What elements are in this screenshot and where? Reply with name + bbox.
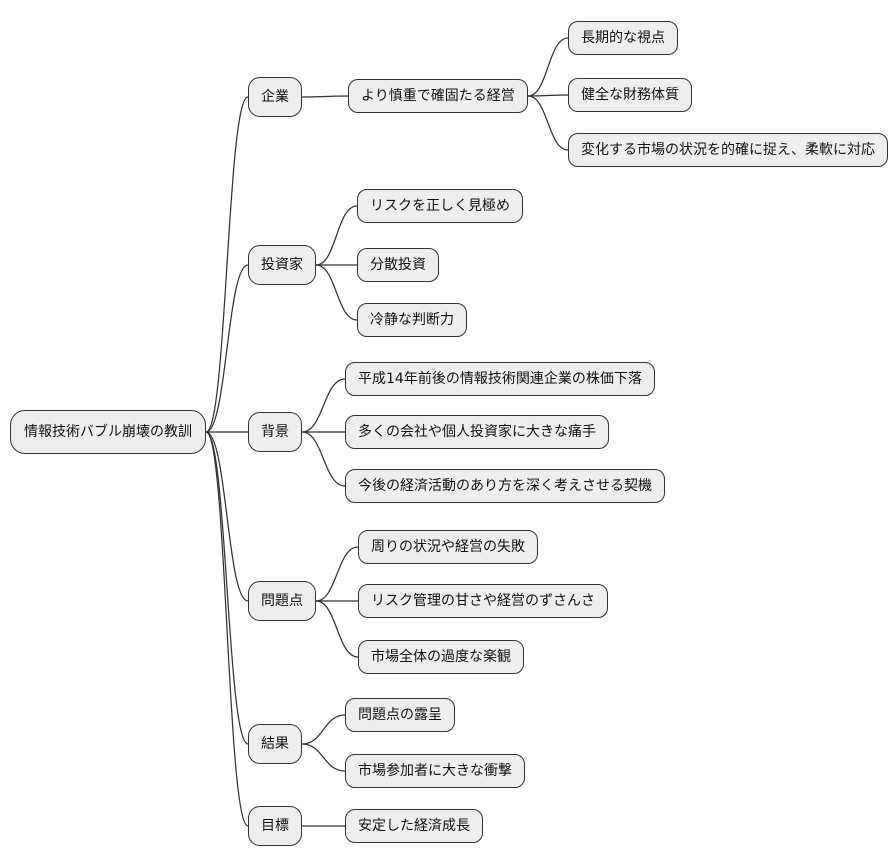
- mindmap-node-16: リスク管理の甘さや経営のずさんさ: [358, 584, 608, 618]
- mindmap-node-19: 問題点の露呈: [345, 698, 455, 732]
- mindmap-node-0: 情報技術バブル崩壊の教訓: [10, 410, 206, 454]
- mindmap-node-1: 企業: [248, 77, 302, 117]
- mindmap-node-14: 問題点: [248, 581, 316, 621]
- mindmap-node-21: 目標: [248, 806, 302, 846]
- mindmap-edge: [301, 743, 346, 772]
- mindmap-node-9: 冷静な判断力: [357, 303, 467, 337]
- mindmap-node-13: 今後の経済活動のあり方を深く考えさせる契機: [345, 469, 665, 503]
- mindmap-edge: [527, 95, 569, 151]
- mindmap-edge: [205, 264, 249, 433]
- mindmap-edge: [315, 205, 358, 266]
- mindmap-node-6: 投資家: [248, 245, 316, 285]
- mindmap-node-10: 背景: [248, 412, 302, 452]
- mindmap-node-4: 健全な財務体質: [568, 78, 692, 112]
- mindmap-node-15: 周りの状況や経営の失敗: [358, 530, 538, 564]
- mindmap-node-8: 分散投資: [357, 248, 439, 282]
- mindmap-edge: [301, 378, 346, 433]
- mindmap-edge: [205, 431, 249, 827]
- mindmap-node-11: 平成14年前後の情報技術関連企業の株価下落: [345, 362, 655, 396]
- mindmap-node-18: 結果: [248, 724, 302, 764]
- mindmap-edge: [301, 431, 346, 487]
- mindmap-edge: [205, 431, 249, 602]
- mindmap-node-5: 変化する市場の状況を的確に捉え、柔軟に対応: [568, 133, 888, 167]
- mindmap-node-3: 長期的な視点: [568, 21, 678, 55]
- mindmap-edge: [205, 96, 249, 433]
- mindmap-edge: [315, 600, 359, 658]
- mindmap-node-20: 市場参加者に大きな衝撃: [345, 754, 525, 788]
- mindmap-edge: [527, 37, 569, 97]
- mindmap-edge: [205, 431, 249, 745]
- mindmap-edge: [301, 95, 349, 98]
- mindmap-node-12: 多くの会社や個人投資家に大きな痛手: [345, 415, 609, 449]
- mindmap-edge: [315, 264, 358, 321]
- mindmap-node-2: より慎重で確固たる経営: [348, 79, 528, 113]
- mindmap-edge: [527, 94, 569, 97]
- mindmap-edge: [315, 546, 359, 602]
- mindmap-node-7: リスクを正しく見極め: [357, 189, 523, 223]
- mindmap-node-22: 安定した経済成長: [345, 809, 483, 843]
- mindmap-node-17: 市場全体の過度な楽観: [358, 640, 524, 674]
- mindmap-edge: [301, 714, 346, 745]
